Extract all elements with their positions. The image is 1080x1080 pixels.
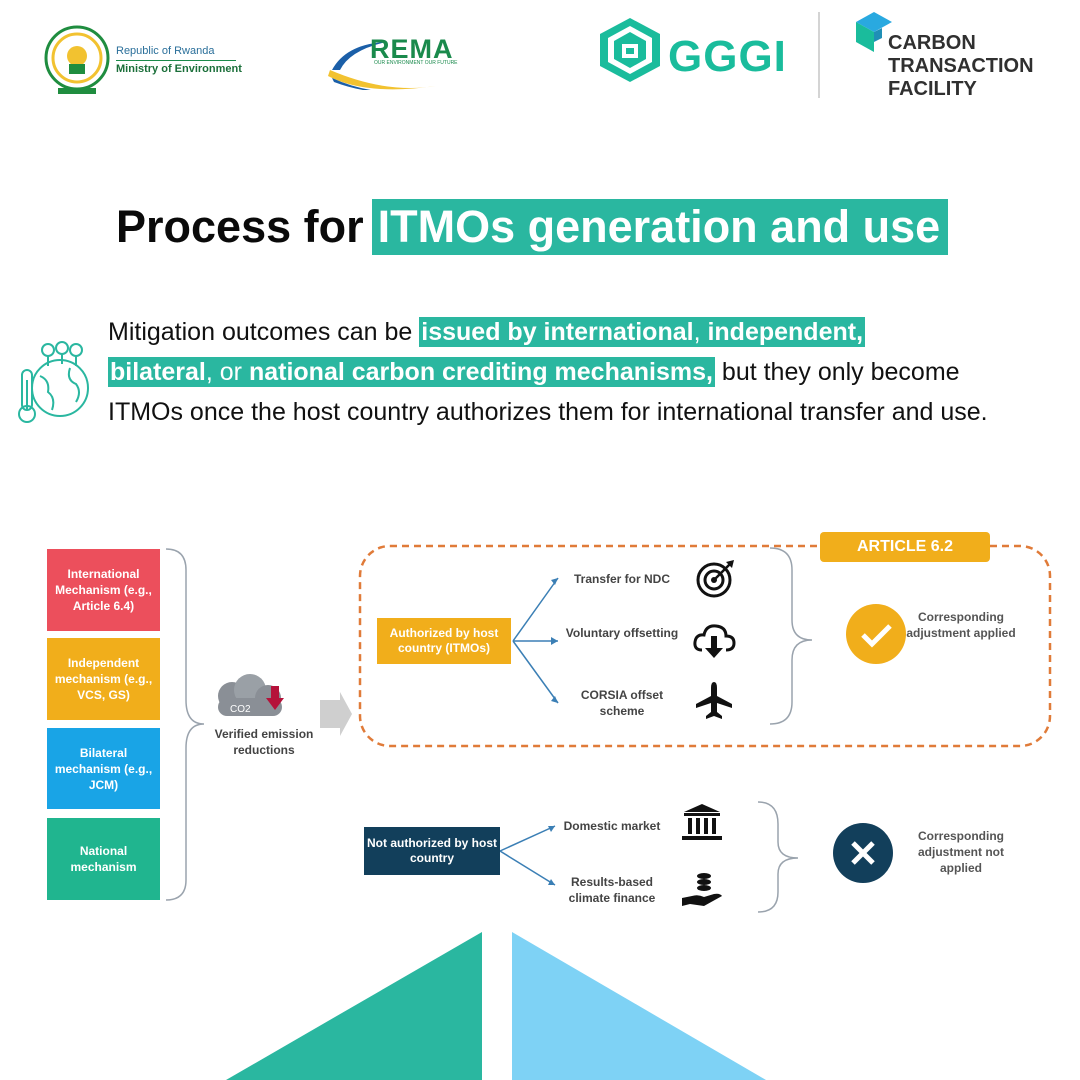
intro-h3-sep: , or: [205, 358, 249, 386]
close-icon: [833, 823, 893, 883]
gggi-wordmark: GGGI: [668, 32, 787, 81]
cloud-download-icon: [693, 624, 736, 658]
intro-h4: national carbon crediting mechanisms,: [248, 358, 713, 386]
option-voluntary-offsetting: Voluntary offsetting: [565, 626, 679, 640]
option-transfer-ndc: Transfer for NDC: [573, 572, 671, 586]
title-plain: Process for: [116, 201, 364, 252]
intro-paragraph: Mitigation outcomes can be issued by int…: [108, 312, 988, 432]
intro-highlight-2: bilateral, or national carbon crediting …: [108, 357, 715, 387]
ctf-line1: CARBON: [888, 32, 976, 54]
header-divider: [818, 12, 820, 98]
ctf-cube-logo: [856, 12, 892, 52]
article-6-2-badge: ARTICLE 6.2: [820, 532, 990, 562]
ministry-line2: Ministry of Environment: [116, 63, 242, 75]
title-highlight: ITMOs generation and use: [371, 199, 949, 255]
rema-title: REMA: [370, 34, 454, 64]
bank-icon: [682, 804, 722, 840]
check-icon: [846, 604, 906, 664]
ctf-wordmark: CARBON TRANSACTION FACILITY: [888, 32, 1034, 101]
globe-trees-thermometer-icon: [18, 341, 89, 423]
authorized-result: Corresponding adjustment applied: [906, 610, 1016, 640]
option-corsia: CORSIA offset scheme: [580, 688, 664, 718]
option-domestic-market: Domestic market: [563, 819, 661, 833]
intro-text-1: Mitigation outcomes can be: [108, 318, 420, 346]
page-title: Process for ITMOs generation and use: [116, 198, 949, 256]
airplane-icon: [696, 682, 732, 719]
rema-tagline: OUR ENVIRONMENT OUR FUTURE: [374, 60, 458, 66]
target-icon: [696, 560, 734, 598]
authorized-box: Authorized by host country (ITMOs): [377, 618, 511, 664]
ctf-line3: FACILITY: [888, 78, 977, 100]
mechanism-international: International Mechanism (e.g., Article 6…: [47, 549, 160, 631]
mechanism-bilateral: Bilateral mechanism (e.g., JCM): [47, 728, 160, 809]
mechanism-independent: Independent mechanism (e.g., VCS, GS): [47, 638, 160, 720]
mechanism-national: National mechanism: [47, 818, 160, 900]
bottom-decorative-shapes: [226, 932, 766, 1080]
hand-coins-icon: [682, 873, 722, 906]
ministry-text: Republic of Rwanda Ministry of Environme…: [116, 43, 242, 77]
not-authorized-box: Not authorized by host country: [364, 827, 500, 875]
option-results-based-finance: Results-based climate finance: [568, 875, 656, 905]
intro-h2: independent,: [707, 318, 864, 346]
intro-h3: bilateral: [110, 358, 206, 386]
not-authorized-result: Corresponding adjustment not applied: [918, 829, 1004, 875]
intro-text-2: but they only become ITMOs once the host…: [108, 358, 988, 426]
co2-label: CO2: [230, 704, 251, 715]
intro-h1: issued by international: [421, 318, 694, 346]
co2-cloud-icon: CO2: [218, 674, 284, 716]
intro-h1-sep: ,: [693, 318, 708, 346]
gggi-cube-logo: [600, 18, 660, 82]
intro-highlight: issued by international, independent,: [419, 317, 866, 347]
ministry-line1: Republic of Rwanda: [116, 43, 236, 61]
rwanda-emblem-logo: [44, 25, 110, 94]
ctf-line2: TRANSACTION: [888, 55, 1034, 77]
rema-swoosh-logo: [328, 42, 436, 90]
verified-emission-label: Verified emission reductions: [214, 727, 314, 757]
